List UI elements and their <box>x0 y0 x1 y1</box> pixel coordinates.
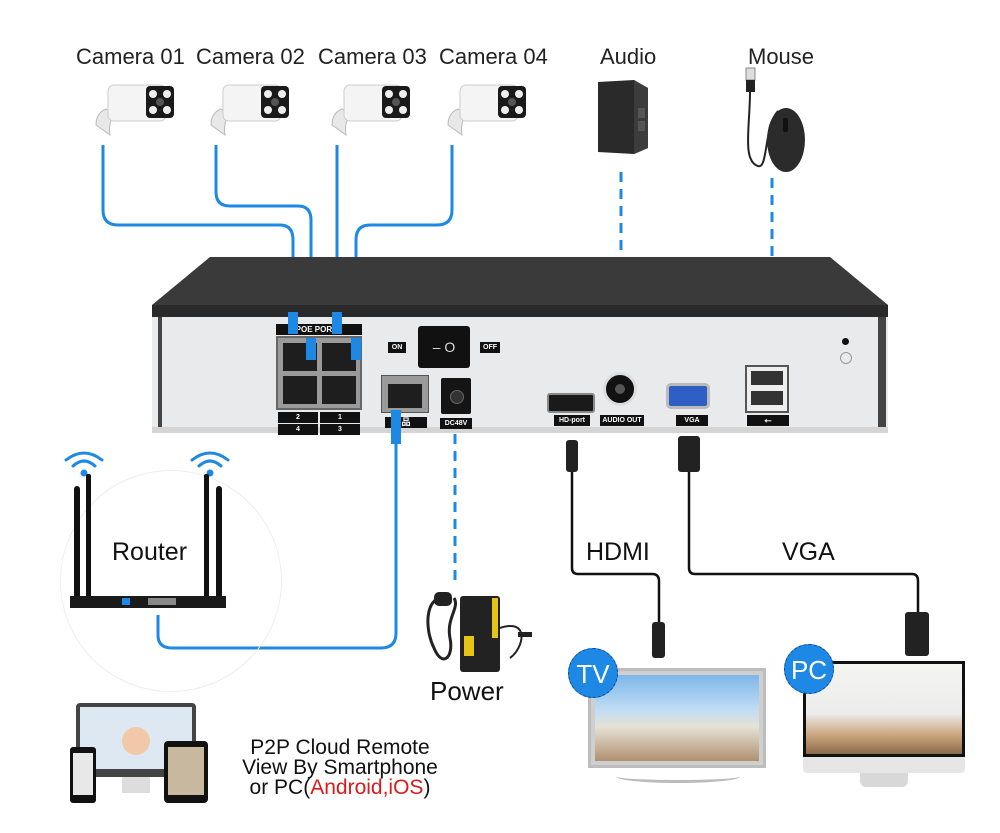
mouse-icon <box>738 66 808 178</box>
p2p-line-2: View By Smartphone <box>242 756 438 779</box>
hdmi-cable-label: HDMI <box>586 538 650 566</box>
lan-port-label: 品 <box>385 417 427 428</box>
camera-03-label: Camera 03 <box>318 44 427 69</box>
poe-port-block <box>276 336 362 410</box>
hdmi-port-label: HD-port <box>554 415 590 426</box>
hdmi-plug-top <box>566 440 578 472</box>
vga-plug-top <box>678 436 700 472</box>
port-number-4: 4 <box>278 424 318 435</box>
audio-out-port[interactable] <box>603 372 637 406</box>
vga-plug-bottom <box>905 612 929 656</box>
pc-badge: PC <box>784 644 834 694</box>
ground-icon <box>840 352 852 364</box>
p2p-line-3-prefix: or PC( <box>249 776 311 799</box>
rj45-plug-camera-01 <box>288 312 298 334</box>
p2p-devices-illustration <box>70 703 240 807</box>
p2p-platforms-highlight: Android,iOS <box>310 776 424 799</box>
camera-04 <box>440 80 540 160</box>
reset-hole[interactable] <box>842 338 849 345</box>
rj45-plug-camera-04 <box>351 338 361 360</box>
audio-label: Audio <box>600 44 657 69</box>
port-number-1: 1 <box>320 412 360 423</box>
camera-02 <box>203 80 303 160</box>
power-switch[interactable]: – O <box>418 326 470 368</box>
dc-power-jack[interactable] <box>441 378 471 414</box>
p2p-line-3-suffix: ) <box>423 776 431 799</box>
vga-port[interactable] <box>666 383 710 409</box>
mouse-label: Mouse <box>748 44 815 69</box>
pc-stand <box>860 773 908 787</box>
lan-port[interactable] <box>381 375 429 413</box>
rj45-plug-lan <box>391 410 401 444</box>
poe-port-3[interactable] <box>322 376 356 404</box>
wifi-icon-left <box>62 448 106 478</box>
vga-port-label: VGA <box>676 415 708 426</box>
poe-port-4[interactable] <box>283 376 317 404</box>
tv-badge: TV <box>568 648 618 698</box>
camera-03 <box>324 80 424 160</box>
router-label: Router <box>112 538 188 566</box>
switch-on-label: ON <box>388 342 406 353</box>
router-signal-ring <box>60 470 282 692</box>
pc-monitor <box>803 661 965 757</box>
p2p-description: P2P Cloud Remote View By Smartphone or P… <box>232 736 448 799</box>
port-number-2: 2 <box>278 412 318 423</box>
usb-label: ⭠ <box>747 415 789 426</box>
pc-chin <box>803 757 965 773</box>
dc-power-label: DC48V <box>440 418 472 429</box>
camera-04-label: Camera 04 <box>439 44 548 69</box>
poe-ports-label: POE PORTS <box>276 324 362 335</box>
p2p-line-3: or PC(Android,iOS) <box>232 776 448 799</box>
port-number-3: 3 <box>320 424 360 435</box>
rj45-plug-camera-03 <box>332 312 342 334</box>
vga-cable-label: VGA <box>782 538 835 566</box>
power-label: Power <box>430 676 504 706</box>
speaker-icon <box>594 78 652 158</box>
poe-port-1[interactable] <box>322 343 356 371</box>
camera-01 <box>88 80 188 160</box>
rj45-plug-camera-02 <box>306 338 316 360</box>
p2p-line-1: P2P Cloud Remote <box>250 736 430 759</box>
power-adapter-icon <box>420 588 540 680</box>
hdmi-plug-bottom <box>652 622 665 658</box>
camera-01-label: Camera 01 <box>76 44 185 69</box>
switch-off-label: OFF <box>480 342 500 353</box>
camera-02-label: Camera 02 <box>196 44 305 69</box>
tv-display <box>588 668 766 768</box>
tv-stand <box>616 770 740 783</box>
audio-out-label: AUDIO OUT <box>600 415 644 426</box>
router-device <box>66 474 230 614</box>
usb-ports[interactable] <box>745 365 789 413</box>
hdmi-port[interactable] <box>547 393 595 413</box>
